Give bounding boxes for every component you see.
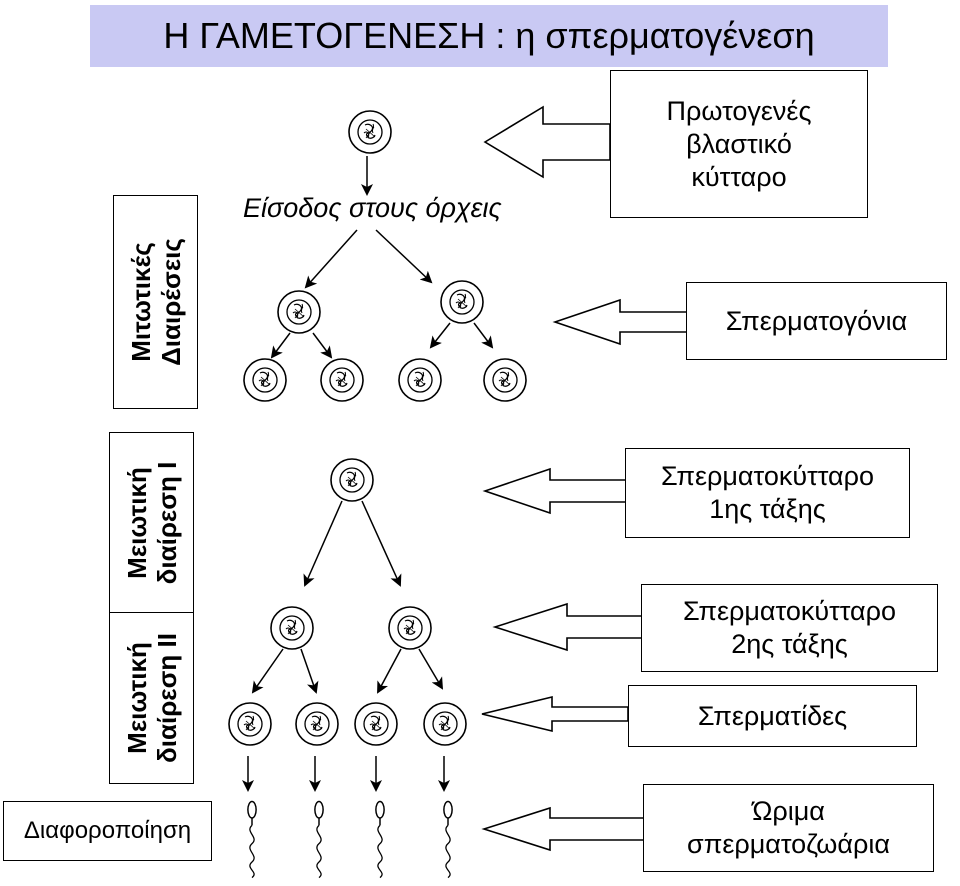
cell-spermatogonium-5 xyxy=(398,358,442,402)
block-arrow-icon xyxy=(482,467,628,515)
block-arrow-icon xyxy=(483,105,611,179)
cell-spermatocyte-2a xyxy=(270,606,314,650)
block-arrow-icon xyxy=(552,298,689,346)
cell-spermatogonium-2 xyxy=(440,280,484,324)
sperm-icon xyxy=(443,800,453,879)
sperm-icon xyxy=(314,800,324,879)
phase-mitotic-box: Μιτωτικές Διαιρέσεις xyxy=(113,195,198,409)
phase-mitotic-label: Μιτωτικές Διαιρέσεις xyxy=(125,238,186,366)
cell-spermatid-1 xyxy=(228,702,272,746)
cell-spermatogonium-4 xyxy=(320,358,364,402)
cell-spermatogonium-6 xyxy=(483,358,527,402)
stage-spermatocyte-1-box: Σπερματοκύτταρο 1ης τάξης xyxy=(625,448,910,538)
phase-differentiation-label: Διαφοροποίηση xyxy=(3,801,212,861)
stage-spermatogonia-box: Σπερματογόνια xyxy=(686,282,947,360)
cell-spermatid-4 xyxy=(423,702,467,746)
phase-meiotic-2-box: Μειωτική διαίρεση II xyxy=(109,612,194,784)
cell-spermatogonium-1 xyxy=(277,290,321,334)
block-arrow-icon xyxy=(492,602,643,652)
phase-meiotic-1-label: Μειωτική διαίρεση I xyxy=(121,461,182,584)
title-banner: Η ΓΑΜΕΤΟΓΕΝΕΣΗ : η σπερματογένεση xyxy=(90,5,888,67)
stage-spermatids-box: Σπερματίδες xyxy=(628,685,917,747)
cell-spermatocyte-1 xyxy=(330,458,374,502)
phase-meiotic-1-box: Μειωτική διαίρεση I xyxy=(109,432,194,613)
entry-label: Είσοδος στους όρχεις xyxy=(243,193,502,223)
block-arrow-icon xyxy=(481,695,629,733)
cell-spermatid-3 xyxy=(354,702,398,746)
cell-spermatogonium-3 xyxy=(243,358,287,402)
stage-spermatocyte-2-box: Σπερματοκύτταρο 2ης τάξης xyxy=(641,584,938,672)
cell-primordial xyxy=(348,110,392,154)
cell-spermatocyte-2b xyxy=(388,606,432,650)
cell-spermatid-2 xyxy=(295,702,339,746)
phase-meiotic-2-label: Μειωτική διαίρεση II xyxy=(121,633,182,763)
sperm-icon xyxy=(247,800,257,879)
page-title: Η ΓΑΜΕΤΟΓΕΝΕΣΗ : η σπερματογένεση xyxy=(163,15,815,56)
block-arrow-icon xyxy=(481,806,646,852)
stage-spermatozoa-box: Ώριμα σπερματοζωάρια xyxy=(643,784,934,872)
stage-primordial-box: Πρωτογενές βλαστικό κύτταρο xyxy=(610,70,868,218)
sperm-icon xyxy=(375,800,385,879)
